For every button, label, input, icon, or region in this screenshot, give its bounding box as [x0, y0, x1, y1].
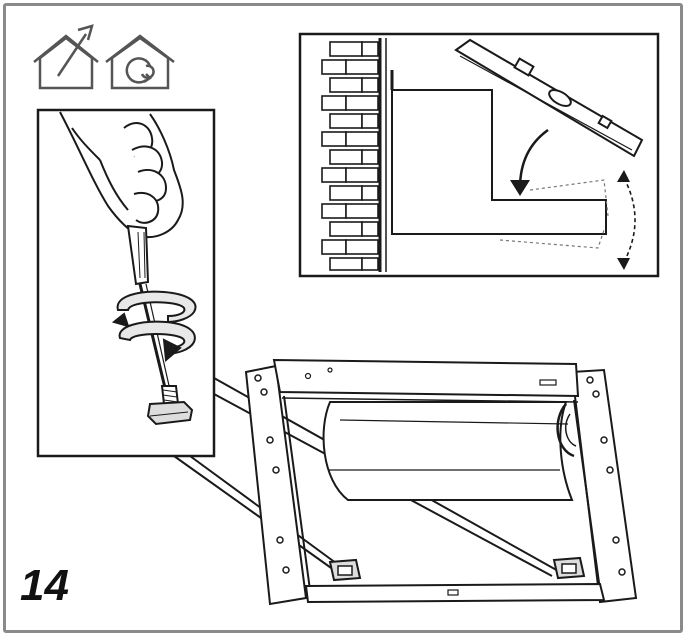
hood-frame — [244, 358, 638, 606]
illustration-frame — [3, 3, 683, 633]
foot-right — [552, 556, 586, 580]
brick-wall — [321, 41, 379, 271]
house-chimney-exhaust-icon — [33, 24, 99, 90]
foot-left — [328, 558, 362, 582]
rotation-arrows-icon — [111, 290, 197, 363]
level-check-inset — [298, 32, 660, 278]
spirit-level — [454, 38, 644, 158]
step-number: 14 — [20, 561, 69, 610]
screwdriver-inset — [36, 108, 216, 458]
adjusting-foot — [146, 385, 194, 426]
hand — [59, 111, 184, 238]
house-recirculation-icon — [105, 34, 175, 90]
